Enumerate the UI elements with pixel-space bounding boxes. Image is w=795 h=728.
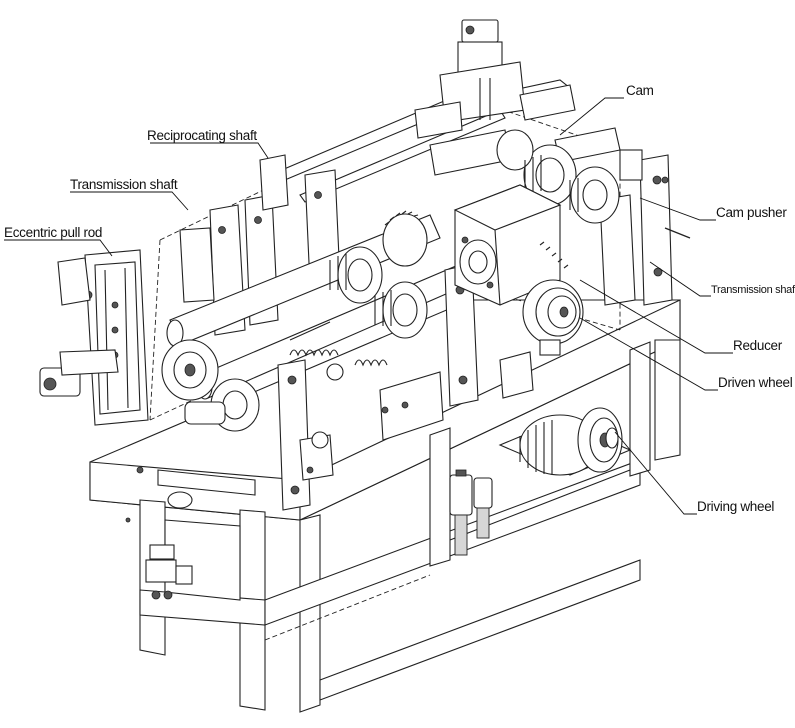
driven-wheel bbox=[522, 279, 584, 356]
leader-reducer bbox=[579, 279, 733, 354]
label-cam: Cam bbox=[626, 83, 654, 98]
leader-transmission-shaft-left bbox=[70, 191, 189, 211]
reducer bbox=[453, 184, 569, 306]
left-uprights bbox=[179, 154, 341, 336]
label-driving-wheel: Driving wheel bbox=[697, 499, 774, 514]
label-eccentric-pull-rod: Eccentric pull rod bbox=[4, 225, 102, 240]
label-transmission-shaft-left: Transmission shaft bbox=[70, 177, 178, 192]
callout-labels: Reciprocating shaft Transmission shaft E… bbox=[4, 83, 795, 514]
label-reciprocating-shaft: Reciprocating shaft bbox=[147, 128, 257, 143]
label-cam-pusher: Cam pusher bbox=[716, 205, 787, 220]
leader-cam bbox=[559, 97, 624, 136]
label-driven-wheel: Driven wheel bbox=[718, 375, 793, 390]
leader-cam-pusher bbox=[639, 197, 716, 221]
valve-block-lower bbox=[145, 544, 193, 600]
leader-reciprocating-shaft bbox=[150, 142, 269, 159]
cam-group-right bbox=[496, 84, 691, 239]
eccentric-pull-rod-unit bbox=[39, 249, 149, 426]
leader-lines bbox=[4, 97, 733, 515]
leader-driving-wheel bbox=[614, 431, 697, 515]
label-transmission-shaft-right: Transmission shaft bbox=[711, 284, 795, 296]
leader-driven-wheel bbox=[579, 317, 718, 391]
front-edge bbox=[125, 351, 534, 523]
cam-group-left bbox=[161, 210, 428, 432]
leader-transmission-shaft-right bbox=[649, 261, 711, 297]
filter-regulator bbox=[449, 469, 493, 556]
label-reducer: Reducer bbox=[733, 338, 783, 353]
leader-eccentric-pull-rod bbox=[4, 239, 113, 257]
driving-wheel-assembly bbox=[498, 407, 632, 476]
